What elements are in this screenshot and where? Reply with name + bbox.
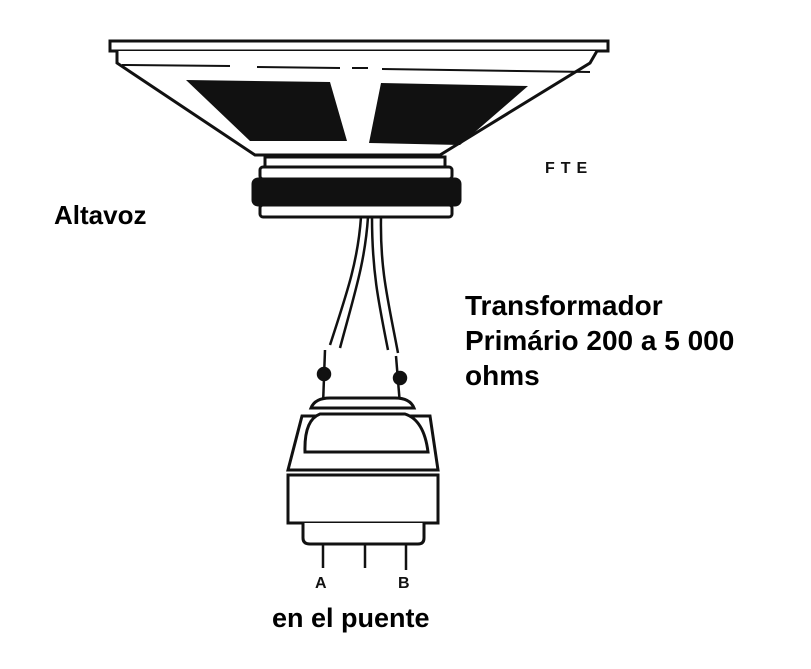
speaker-label: Altavoz [54, 200, 147, 230]
source-tag: FTE [545, 160, 594, 177]
transformer-icon [286, 396, 440, 570]
transformer-label-line2: Primário 200 a 5 000 [465, 325, 735, 356]
transformer-label-line3: ohms [465, 360, 540, 391]
transformer-label: Transformador Primário 200 a 5 000 ohms [465, 288, 734, 393]
wires-icon [316, 216, 408, 406]
bridge-label: en el puente [272, 603, 430, 633]
transformer-label-line1: Transformador [465, 290, 663, 321]
speaker-icon [108, 39, 610, 219]
terminal-a-label: A [315, 575, 327, 592]
terminal-b-label: B [398, 575, 410, 592]
